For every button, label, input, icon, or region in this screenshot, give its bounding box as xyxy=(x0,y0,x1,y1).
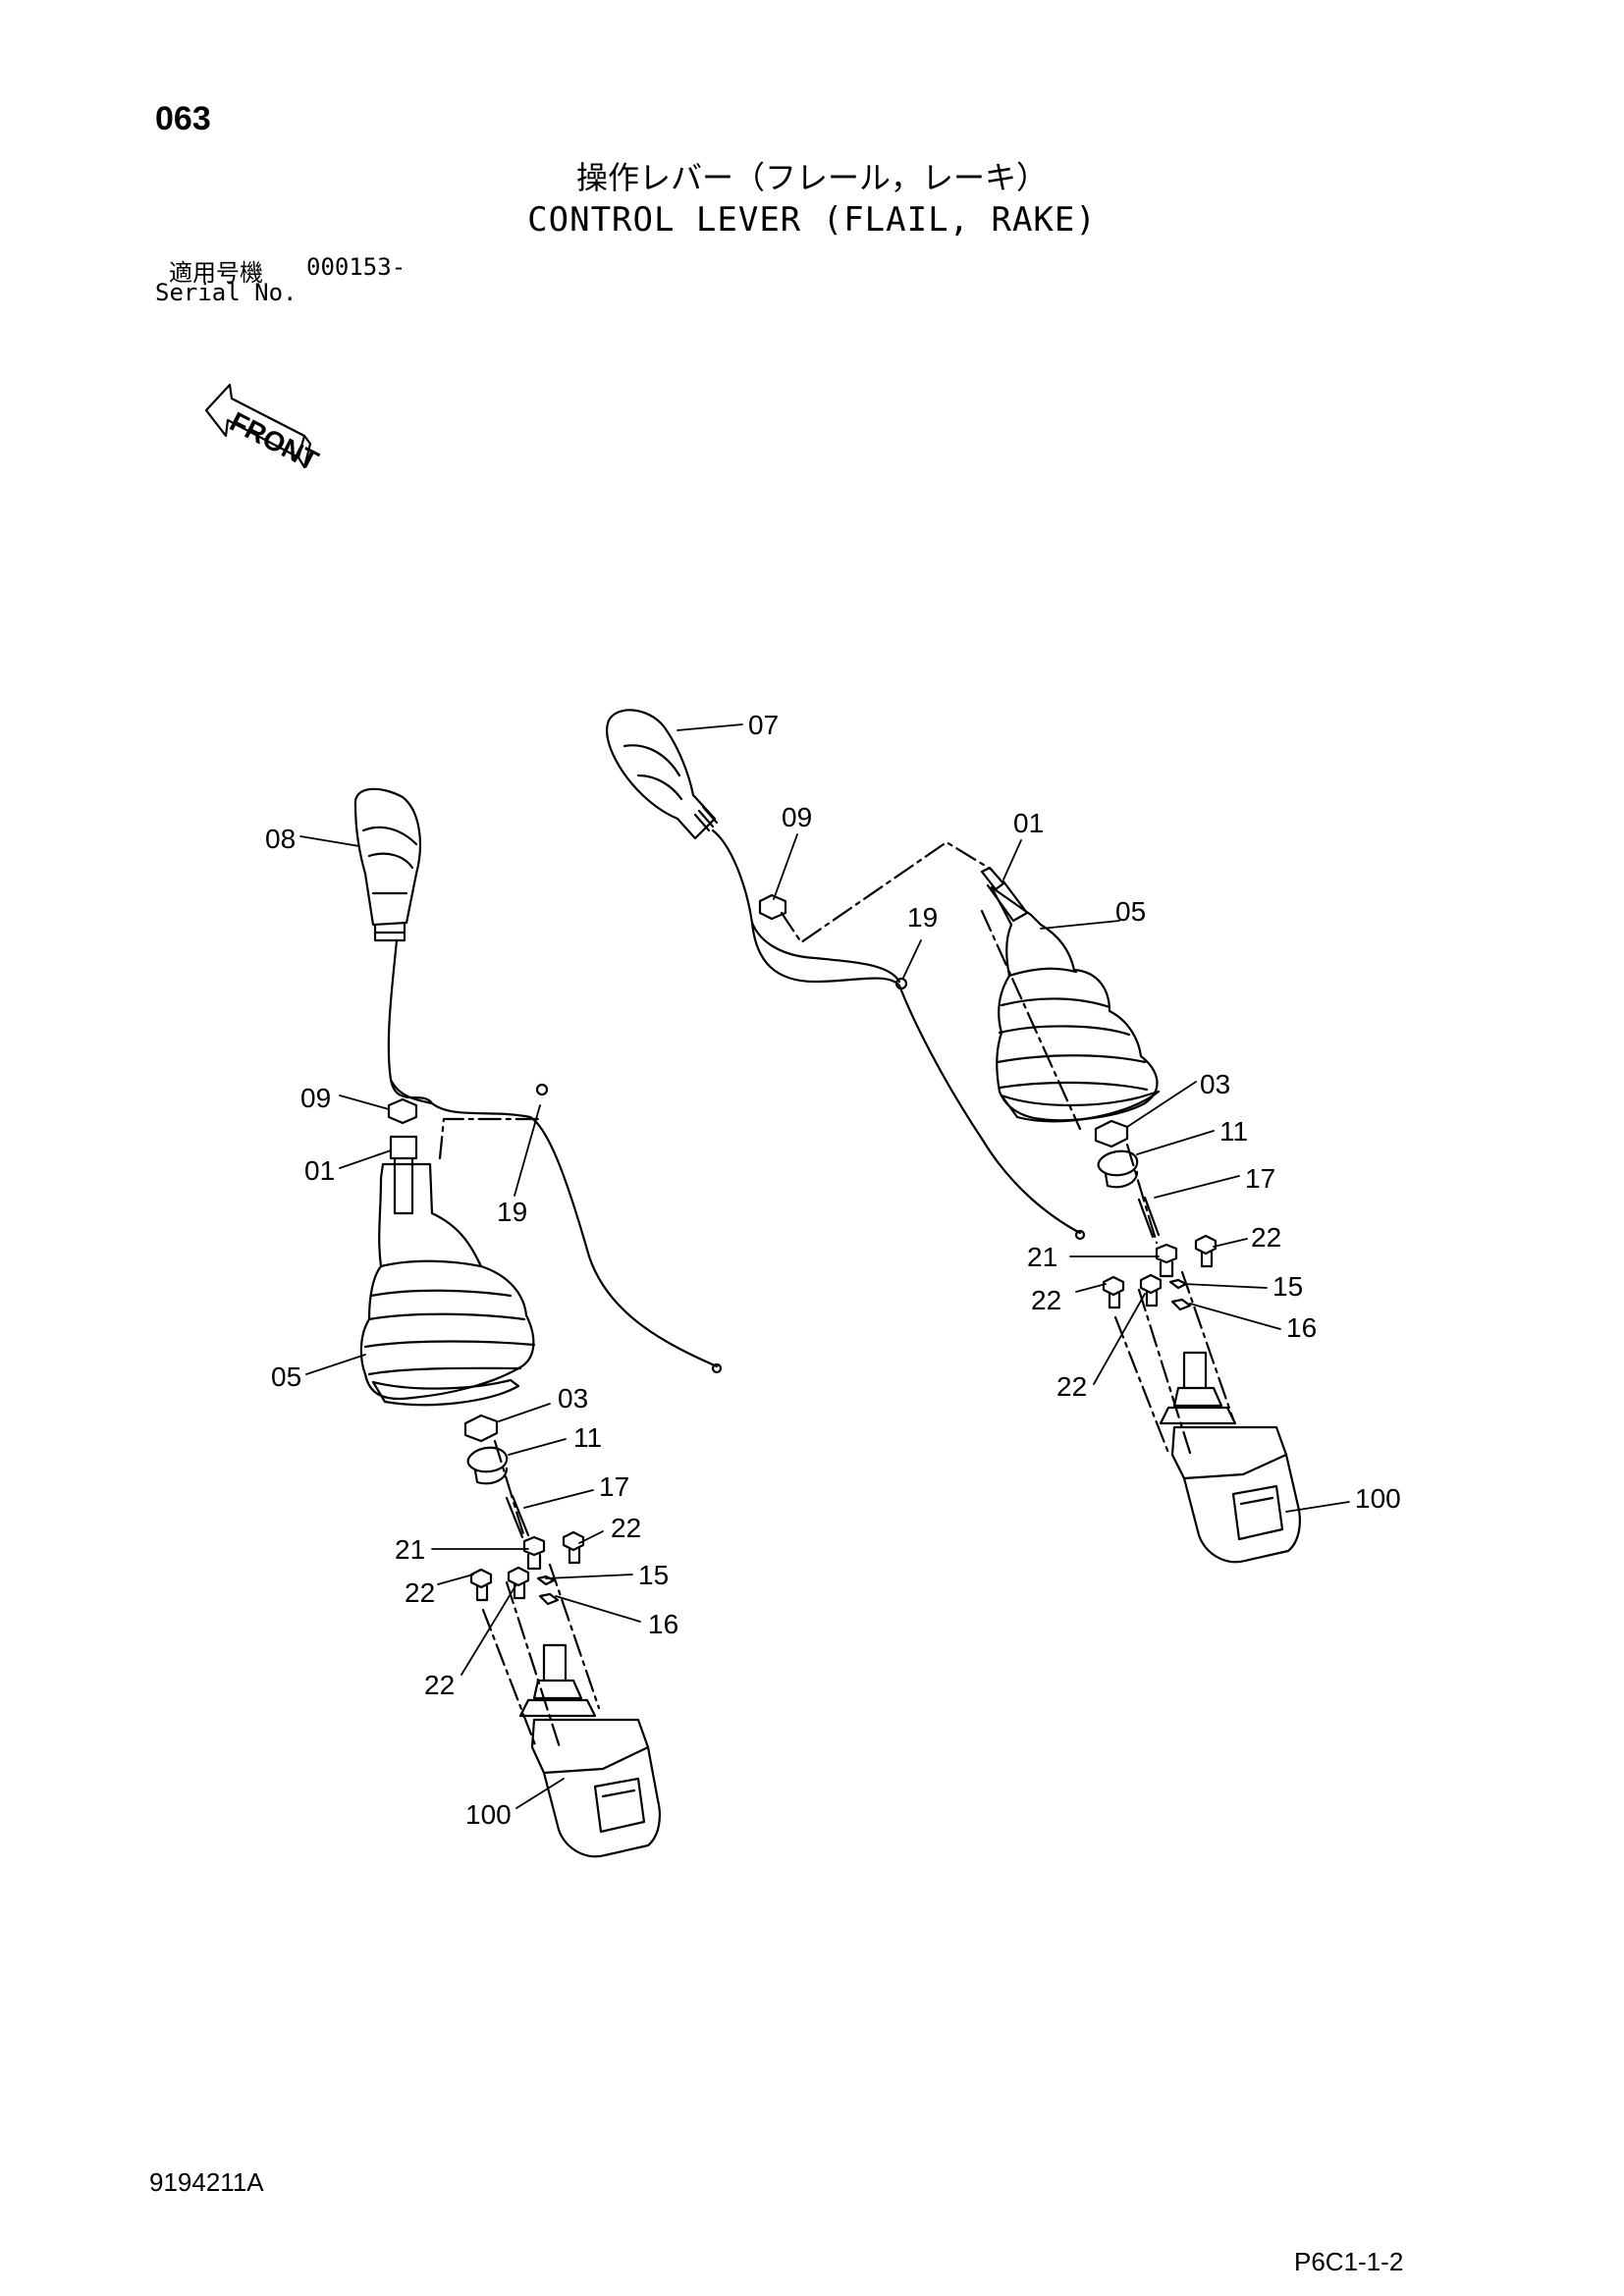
callout-right-19: 19 xyxy=(907,902,938,933)
serial-value: 000153- xyxy=(306,253,406,281)
front-arrow-icon: FRONT xyxy=(204,383,323,476)
callout-left-11: 11 xyxy=(573,1422,602,1453)
callout-left-08: 08 xyxy=(265,824,296,854)
callout-left-09: 09 xyxy=(300,1083,331,1113)
callout-right-01: 01 xyxy=(1013,808,1044,838)
page-number: 063 xyxy=(155,100,211,137)
callout-right-22a: 22 xyxy=(1251,1222,1281,1253)
callout-left-03: 03 xyxy=(558,1383,588,1414)
page-reference: P6C1-1-2 xyxy=(1294,2247,1404,2276)
callout-left-16: 16 xyxy=(648,1609,678,1639)
drawing-number: 9194211A xyxy=(149,2167,264,2197)
callout-left-05: 05 xyxy=(271,1362,301,1392)
callout-right-09: 09 xyxy=(782,802,812,832)
callout-right-17: 17 xyxy=(1245,1163,1275,1194)
callout-right-11: 11 xyxy=(1219,1116,1248,1147)
left-grip-08 xyxy=(353,787,422,927)
right-lever-assembly xyxy=(605,709,1301,1564)
callout-right-16: 16 xyxy=(1286,1312,1317,1343)
right-grip-07 xyxy=(605,709,717,840)
callout-right-03: 03 xyxy=(1200,1069,1230,1099)
callout-left-19: 19 xyxy=(497,1197,527,1227)
leader-lines xyxy=(299,723,1350,1809)
callout-right-15: 15 xyxy=(1272,1271,1303,1302)
callout-left-01: 01 xyxy=(304,1155,335,1186)
callout-right-100: 100 xyxy=(1355,1483,1401,1514)
left-lever-assembly xyxy=(353,787,723,1858)
callout-labels: 08 09 01 19 05 03 11 17 21 22 22 15 16 2… xyxy=(265,710,1401,1830)
callout-left-100: 100 xyxy=(465,1799,512,1830)
callout-left-22c: 22 xyxy=(424,1670,455,1700)
serial-label-english: Serial No. xyxy=(155,279,298,306)
title-japanese: 操作レバー（フレール，レーキ） xyxy=(575,159,1048,196)
callout-left-17: 17 xyxy=(599,1471,629,1502)
callout-left-22b: 22 xyxy=(405,1577,435,1608)
callout-left-15: 15 xyxy=(638,1560,669,1590)
callout-right-07: 07 xyxy=(748,710,779,740)
callout-left-22a: 22 xyxy=(611,1513,641,1543)
front-label: FRONT xyxy=(225,406,323,476)
title-english: CONTROL LEVER (FLAIL, RAKE) xyxy=(527,200,1097,240)
callout-right-22b: 22 xyxy=(1031,1285,1061,1315)
callout-right-21: 21 xyxy=(1027,1242,1057,1272)
callout-right-05: 05 xyxy=(1115,896,1146,927)
serial-label-japanese: 適用号機 xyxy=(169,259,263,287)
callout-left-21: 21 xyxy=(395,1534,425,1565)
callout-right-22c: 22 xyxy=(1056,1371,1087,1402)
